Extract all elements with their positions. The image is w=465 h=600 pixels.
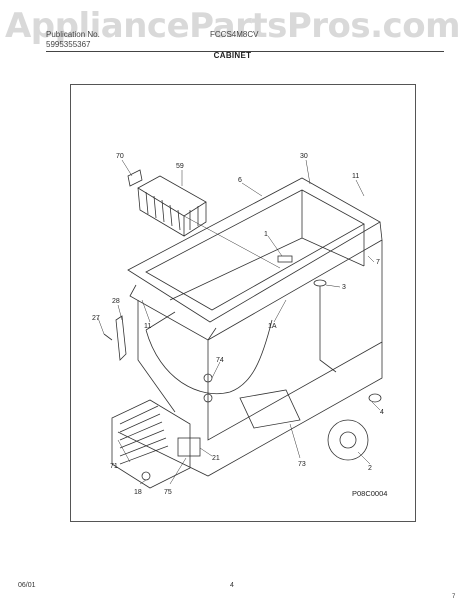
liner-floor — [169, 237, 303, 301]
footer-page-number: 4 — [230, 582, 234, 589]
plug-18 — [141, 471, 151, 481]
callout-75: 75 — [164, 489, 172, 496]
callout-1: 1 — [264, 231, 268, 238]
callout-28: 28 — [112, 298, 120, 305]
callout-6: 6 — [238, 177, 242, 184]
footer-corner-mark: 7 — [452, 594, 456, 600]
watermark: AppliancePartsPros.com — [4, 6, 461, 46]
thermostat-knob-outer — [327, 419, 369, 461]
callout-27: 27 — [92, 315, 100, 322]
fastener-74b — [203, 393, 213, 403]
callout-30: 30 — [300, 153, 308, 160]
callout-71: 71 — [110, 463, 118, 470]
publication-number: 5995355367 — [46, 40, 91, 49]
footer-date: 06/01 — [18, 582, 36, 589]
callout-2: 2 — [368, 465, 372, 472]
basket-leader — [183, 215, 281, 269]
callout-4: 4 — [380, 409, 384, 416]
drain-tube — [319, 286, 337, 373]
callout-7: 7 — [376, 259, 380, 266]
cabinet-top-rim-inner — [145, 189, 365, 311]
callout-21: 21 — [212, 455, 220, 462]
storage-basket — [137, 175, 207, 237]
cabinet-top-rim — [127, 177, 381, 323]
grille-slats — [119, 405, 169, 465]
hinge-bracket — [115, 315, 127, 361]
gasket-frame — [129, 221, 383, 341]
drain-plug — [313, 279, 327, 287]
grille-panel — [111, 399, 191, 489]
callout-11-top: 11 — [352, 173, 359, 180]
callout-labels: 70 59 30 6 11 1 7 3 28 27 11 1A 74 4 73 … — [92, 153, 387, 498]
diagram-frame — [70, 84, 416, 522]
callout-73: 73 — [298, 461, 306, 468]
callout-70: 70 — [116, 153, 124, 160]
header-divider — [46, 51, 444, 52]
liner-back-wall — [301, 190, 365, 267]
model-number: FCCS4M8CV — [210, 30, 259, 39]
nameplate — [239, 389, 301, 429]
thermostat-knob-inner — [339, 431, 357, 449]
basket-wires — [145, 191, 199, 231]
callout-leaders — [97, 159, 381, 485]
publication-label: Publication No. — [46, 30, 100, 39]
diagram-code: P08C0004 — [352, 489, 387, 498]
section-title: CABINET — [213, 51, 252, 60]
callout-3: 3 — [342, 284, 346, 291]
basket-clip — [127, 169, 143, 187]
control-box — [177, 437, 201, 457]
light-switch — [277, 255, 293, 263]
drain-cap — [368, 393, 382, 403]
callout-11-side: 11 — [144, 323, 151, 330]
hinge-pin — [103, 333, 113, 341]
publication-info: Publication No. 5995355367 — [46, 30, 100, 50]
callout-1a: 1A — [268, 323, 277, 330]
callout-74: 74 — [216, 357, 224, 364]
cabinet-side-curve — [145, 311, 273, 395]
callout-18: 18 — [134, 489, 142, 496]
callout-59: 59 — [176, 163, 184, 170]
cabinet-bottom-edge — [117, 342, 383, 477]
cabinet-front — [137, 240, 383, 441]
